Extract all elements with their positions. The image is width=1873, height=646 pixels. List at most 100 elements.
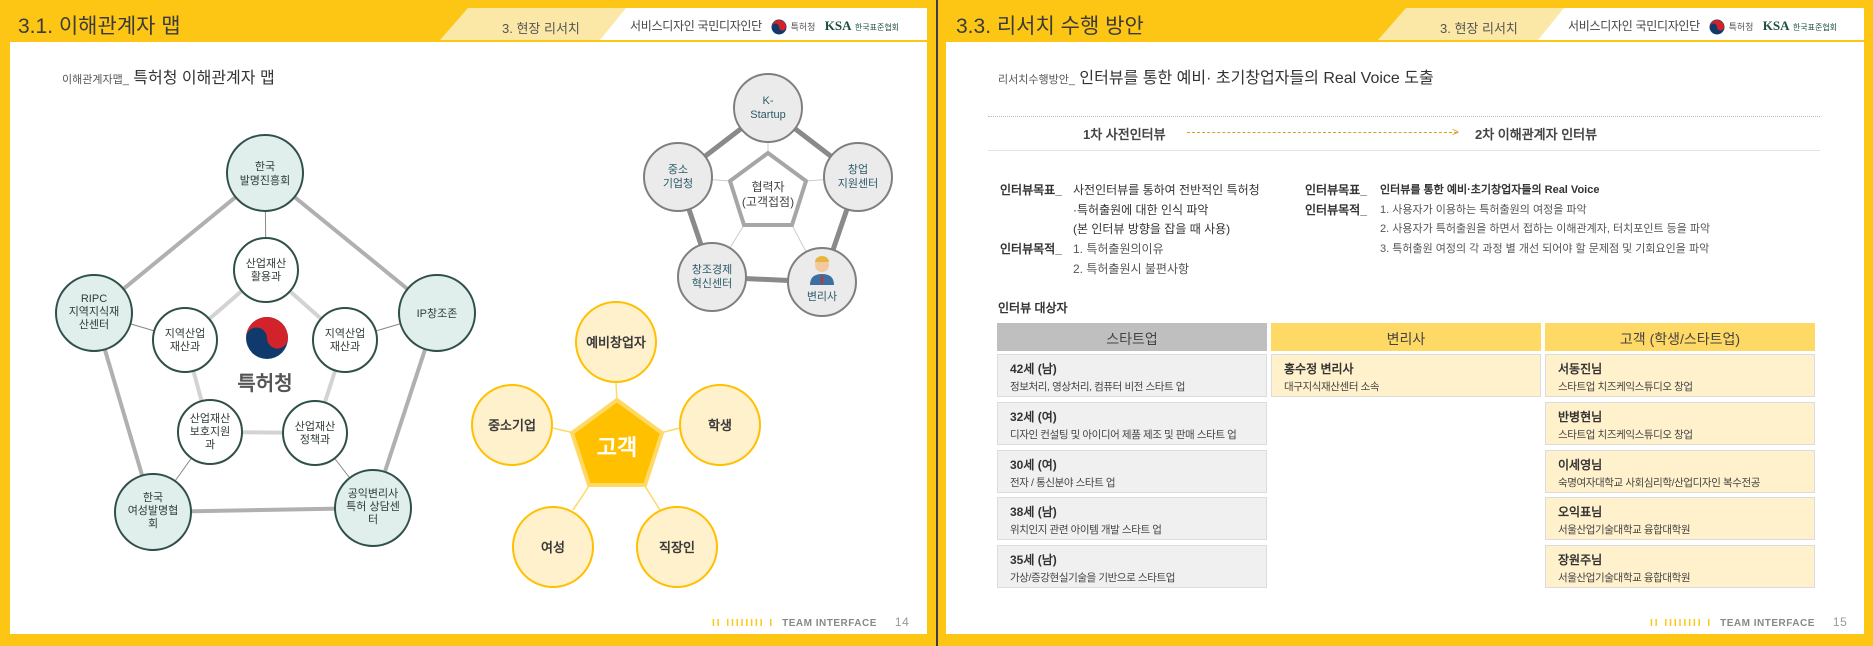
- label: 직장인: [659, 540, 695, 555]
- kipo-logo-text: 특허청: [1728, 22, 1754, 32]
- label: 산업재산: [190, 412, 230, 425]
- flow-step-2: 2차 이해관계자 인터뷰: [1475, 127, 1598, 142]
- customer-node-student: 학생: [679, 384, 761, 466]
- purpose-item: 1. 사용자가 이용하는 특허출원의 여정을 파악: [1380, 203, 1587, 216]
- targets-label: 인터뷰 대상자: [998, 301, 1068, 315]
- table-row: 42세 (남)정보처리, 영상처리, 컴퓨터 비전 스타트 업: [997, 354, 1267, 397]
- label: 보호지원: [190, 425, 230, 438]
- row-description: 스타트업 치즈케익스튜디오 창업: [1558, 381, 1693, 393]
- svg-text:K-Startup: K-Startup: [750, 95, 785, 121]
- goal-line: ·특허출원에 대한 인식 파악: [1073, 202, 1209, 217]
- row-description: 가상/증강현실기술을 기반으로 스타트업: [1010, 572, 1175, 584]
- row-description: 숙명여자대학교 사회심리학/산업디자인 복수전공: [1558, 477, 1761, 489]
- flow-arrow-icon: [1187, 132, 1457, 133]
- label: 회: [148, 517, 158, 530]
- dotted-rule-bottom: [988, 150, 1820, 151]
- first-interview-goal: 인터뷰목표_: [1000, 181, 1062, 201]
- row-description: 전자 / 통신분야 스타트 업: [1010, 477, 1116, 489]
- row-name: 32세 (여): [1010, 410, 1057, 424]
- label: 재산과: [330, 340, 360, 353]
- label: 변리사: [807, 290, 837, 303]
- label: 한국: [255, 160, 275, 173]
- footer-brand: TEAM INTERFACE: [782, 618, 877, 629]
- org-tab: 서비스디자인 국민디자인단 특허청 KSA 한국표준협회: [1538, 8, 1864, 40]
- flow-step-1: 1차 사전인터뷰: [1083, 127, 1166, 142]
- goal-label: 인터뷰목표_: [1000, 183, 1062, 197]
- section-label: 3. 현장 리서치: [1440, 21, 1518, 36]
- row-name: 이세영님: [1558, 458, 1603, 472]
- label: 지원센터: [838, 177, 878, 190]
- kipo-emblem-icon: [246, 317, 288, 359]
- subtitle-label: 이해관계자맵_: [62, 74, 129, 86]
- row-description: 위치인지 관련 아이템 개발 스타트 업: [1010, 524, 1162, 536]
- row-description: 대구지식재산센터 소속: [1284, 381, 1380, 393]
- outer-node-ip-creation-zone: IP창조존: [398, 274, 476, 352]
- ksa-logo-text: 한국표준협회: [1792, 23, 1838, 32]
- label: 지역지식재: [69, 305, 120, 318]
- customer-node-sme: 중소기업: [471, 384, 553, 466]
- row-description: 서울산업기술대학교 융합대학원: [1558, 572, 1691, 584]
- purpose-item: 2. 특허출원시 불편사항: [1073, 261, 1190, 276]
- purpose-label: 인터뷰목적_: [1305, 202, 1367, 217]
- row-name: 서동진님: [1558, 362, 1603, 376]
- row-description: 디자인 컨설팅 및 아이디어 제품 제조 및 판매 스타트 업: [1010, 429, 1237, 441]
- footer-bars: II IIIIIIII I: [712, 618, 775, 629]
- section-tab: 3. 현장 리서치: [1378, 8, 1568, 40]
- customer-node-women: 여성: [512, 506, 594, 588]
- row-description: 서울산업기술대학교 융합대학원: [1558, 524, 1691, 536]
- subtitle-label: 리서치수행방안_: [998, 74, 1075, 86]
- label: 활용과: [251, 269, 281, 283]
- row-name: 38세 (남): [1010, 505, 1057, 519]
- goal-line: 사전인터뷰를 통하여 전반적인 특허청: [1073, 183, 1260, 197]
- row-name: 장원주님: [1558, 553, 1603, 567]
- label: (고객접점): [742, 195, 794, 209]
- org-name: 서비스디자인 국민디자인단: [630, 19, 762, 33]
- row-description: 스타트업 치즈케익스튜디오 창업: [1558, 429, 1693, 441]
- label: 중소기업: [488, 418, 536, 433]
- label: 발명진흥회: [240, 173, 291, 187]
- partner-node-k-startup: K-Startup: [733, 73, 803, 143]
- row-name: 반병현님: [1558, 410, 1603, 424]
- label: 한국: [143, 491, 163, 504]
- label: 산업재산: [246, 257, 286, 270]
- row-name: 42세 (남): [1010, 362, 1057, 376]
- label: 예비창업자: [586, 335, 646, 350]
- kipo-center-label: 특허청: [237, 372, 292, 395]
- column-header-customer: 고객 (학생/스타트업): [1545, 323, 1815, 351]
- slide-title: 3.1. 이해관계자 맵: [18, 15, 181, 38]
- label: 여성발명협: [128, 504, 179, 517]
- label: 여성: [541, 540, 565, 555]
- column-header-patent-attorney: 변리사: [1271, 323, 1541, 351]
- label: 혁신센터: [692, 277, 732, 290]
- kipo-logo-text: 특허청: [790, 22, 816, 32]
- label: 지역산업: [165, 327, 205, 340]
- first-interview-purpose-label: 인터뷰목적_: [1000, 240, 1062, 260]
- goal-line: (본 인터뷰 방향을 잡을 때 사용): [1073, 222, 1231, 236]
- subtitle: 리서치수행방안_ 인터뷰를 통한 예비· 초기창업자들의 Real Voice …: [998, 64, 1434, 88]
- label: 과: [205, 438, 215, 451]
- purpose-item: 3. 특허출원 여정의 각 과정 별 개선 되어야 할 문제점 및 기회요인을 …: [1380, 242, 1710, 255]
- customer-node-office-worker: 직장인: [636, 506, 718, 588]
- taegeuk-logo-icon: [1709, 19, 1725, 35]
- ksa-logo-mark: KSA: [1762, 18, 1790, 33]
- purpose-item: 1. 특허출원의이유: [1073, 242, 1164, 256]
- partner-center-label: 협력자(고객접점): [742, 180, 794, 209]
